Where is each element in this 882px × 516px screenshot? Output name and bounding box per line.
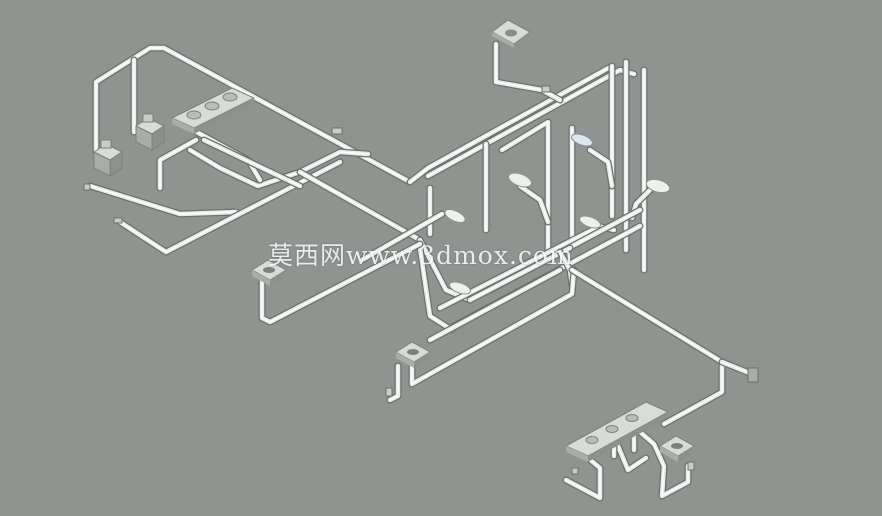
pipe-highlight-20 [589,149,613,187]
pipe-fittings [83,85,695,475]
shower-head-5 [579,215,601,229]
pipe-highlight-14 [495,43,561,101]
shower-head-1 [508,172,532,188]
pipe-highlight-31 [261,243,421,323]
roof-drain-fixture [491,19,531,48]
pipe-highlight-19 [519,185,549,223]
pipe-highlight-1 [95,47,411,183]
pipe-highlight-35 [429,269,561,341]
pipe-highlight-27 [439,227,597,309]
pipe-highlight-39 [617,445,647,471]
pipe-highlight-7 [119,161,341,253]
pipe-highlight-40 [639,431,689,497]
pipe-highlight-38 [565,457,601,499]
pipe-run-19 [517,183,551,225]
floor-drain-lower-right [659,435,695,462]
pipe-highlight-34 [411,269,575,385]
pipe-highlight-9 [409,65,613,183]
pipe-highlight-25 [419,247,453,331]
water-closet-left-1 [93,139,123,177]
shower-head-4 [444,209,466,223]
water-closet-left-2 [135,113,165,151]
pipe-highlight-32 [361,213,443,261]
cleanout-right [747,367,759,383]
floor-drain-fixture [251,259,287,286]
lavatory-counter-lower [564,401,670,462]
pipe-highlight-33 [389,365,399,401]
shower-head-3 [645,178,671,194]
pipe-highlight-37 [721,361,753,375]
pipe-highlight-3 [159,139,197,189]
shower-head-6 [449,281,471,295]
pipe-highlight-29 [469,247,571,301]
pipe-highlight-6 [89,185,237,215]
pipe-highlight-8 [203,139,301,187]
watermark-text: 莫西网www.3dmox.com [268,241,574,270]
pipe-highlight-23 [299,171,421,241]
shower-head-2 [571,133,593,147]
lavatory-counter-upper [170,87,256,134]
pipe-highlight-36 [571,269,723,425]
floor-drain-lower [395,341,431,368]
